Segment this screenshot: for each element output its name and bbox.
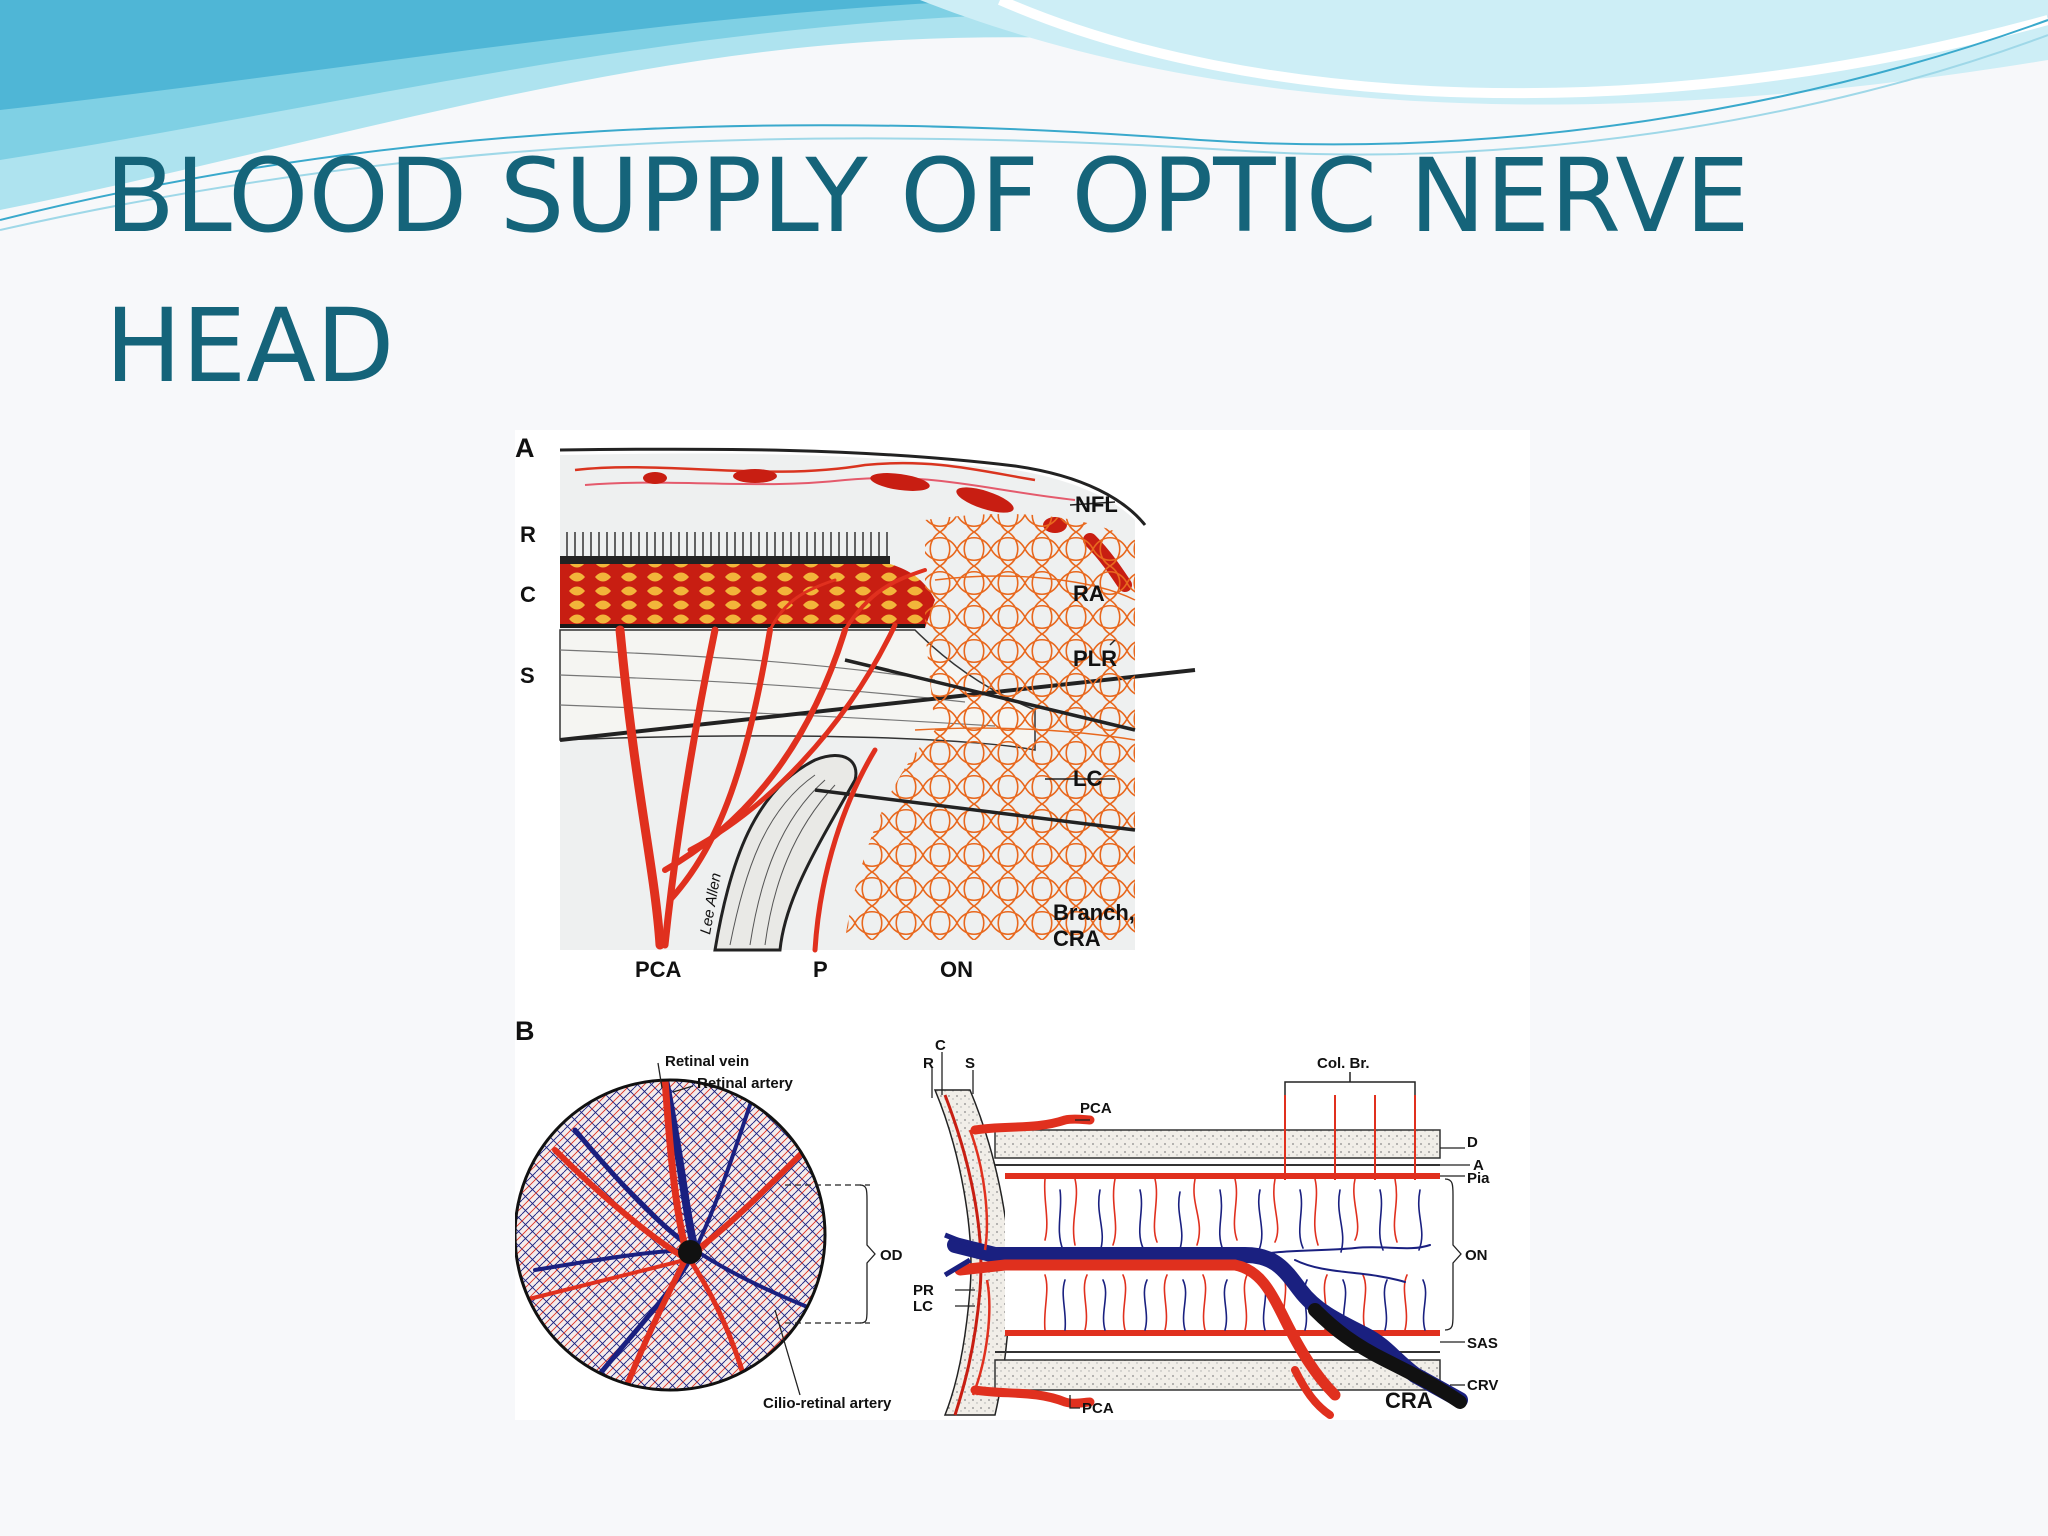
label-b-pca-top: PCA [1080, 1100, 1112, 1117]
label-retinal-vein: Retinal vein [665, 1053, 749, 1070]
label-b-lc: LC [913, 1298, 933, 1315]
label-plr: PLR [1073, 646, 1117, 671]
label-ra: RA [1073, 581, 1105, 606]
label-b-c: C [935, 1037, 946, 1054]
slide-title-line-1: BLOOD SUPPLY OF OPTIC NERVE [105, 137, 1750, 256]
slide-title: BLOOD SUPPLY OF OPTIC NERVE HEAD [105, 122, 1905, 422]
label-a: A [1473, 1157, 1484, 1174]
label-sas: SAS [1467, 1335, 1498, 1352]
label-b-s: S [965, 1055, 975, 1072]
label-crv: CRV [1467, 1377, 1498, 1394]
central-retinal-artery [954, 1259, 1341, 1401]
label-od: OD [880, 1247, 903, 1264]
label-pr: PR [913, 1282, 934, 1299]
label-pia: Pia [1467, 1170, 1490, 1187]
label-c: C [520, 582, 536, 607]
pial-septum [713, 754, 858, 952]
panel-a-letter: A [515, 433, 535, 463]
panel-b-letter: B [515, 1016, 535, 1046]
label-b-pca-bottom: PCA [1082, 1400, 1114, 1417]
label-lc: LC [1073, 766, 1102, 791]
label-pca: PCA [635, 957, 682, 982]
label-retinal-artery: Retinal artery [697, 1075, 794, 1092]
label-branch: Branch, [1053, 900, 1135, 925]
optic-nerve-longitudinal-section [933, 1072, 1468, 1419]
label-on: ON [940, 957, 973, 982]
label-p: P [813, 957, 828, 982]
panel-b-disc-and-nerve-diagram: B [515, 1016, 1498, 1419]
posterior-ciliary-arteries [615, 568, 927, 953]
label-d: D [1467, 1134, 1478, 1151]
label-b-r: R [923, 1055, 934, 1072]
label-b-on: ON [1465, 1247, 1488, 1264]
label-r: R [520, 522, 536, 547]
slide-title-line-2: HEAD [105, 287, 395, 406]
choroid-layer [560, 564, 935, 628]
optic-disc-fundus-view [515, 1078, 827, 1392]
optic-nerve-capillary-mesh [845, 514, 1135, 940]
pca-bottom-vessel [970, 1385, 1095, 1408]
photoreceptor-layer [560, 532, 890, 560]
label-cilio-retinal-artery: Cilio-retinal artery [763, 1395, 892, 1412]
label-cra: CRA [1385, 1388, 1433, 1413]
label-nfl: NFL [1075, 492, 1118, 517]
header-wave-decoration [0, 0, 2048, 231]
label-col-br: Col. Br. [1317, 1055, 1370, 1072]
label-s: S [520, 663, 535, 688]
anatomy-illustration: Lee Allen A R C S NFL RA PLR LC Branch, … [515, 430, 1530, 1420]
label-branch-cra: CRA [1053, 926, 1101, 951]
